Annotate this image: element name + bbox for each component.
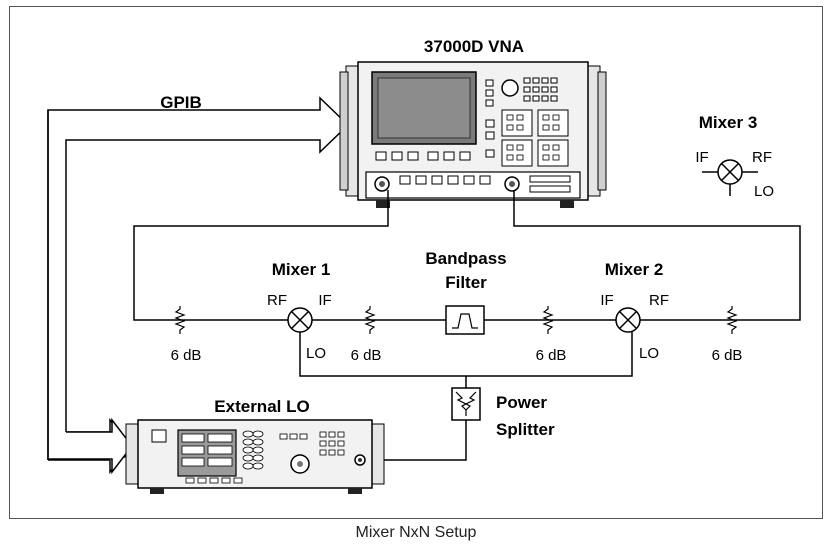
- atten-1-label: 6 dB: [171, 347, 202, 364]
- splitter-label-line1: Power: [496, 393, 547, 412]
- external-lo-label: External LO: [214, 397, 309, 416]
- external-lo-instrument: [125, 419, 385, 494]
- mixer2-if-label: IF: [600, 292, 613, 309]
- mixer1-if-label: IF: [318, 292, 331, 309]
- atten-3-label: 6 dB: [536, 347, 567, 364]
- atten-4-label: 6 dB: [712, 347, 743, 364]
- mixer-1-symbol: [287, 307, 313, 333]
- attenuator-4: [726, 306, 738, 334]
- setup-diagram: 37000D VNA GPIB Mixer 3 IF RF LO Mixer 1…: [9, 6, 823, 519]
- diagram-frame: [9, 6, 823, 519]
- mixer2-rf-label: RF: [649, 292, 669, 309]
- attenuator-3: [542, 306, 554, 334]
- bandpass-filter-symbol: [445, 305, 485, 335]
- attenuator-1: [174, 306, 186, 334]
- mixer-3-symbol: [702, 159, 758, 196]
- mixer1-lo-label: LO: [306, 345, 326, 362]
- mixer3-lo-label: LO: [754, 183, 774, 200]
- bandpass-label-line1: Bandpass: [425, 249, 506, 268]
- mixer-2-symbol: [615, 307, 641, 333]
- figure-caption: Mixer NxN Setup: [355, 524, 477, 541]
- attenuators: [174, 306, 738, 334]
- vna-label: 37000D VNA: [424, 37, 524, 56]
- splitter-label-line2: Splitter: [496, 420, 555, 439]
- gpib-label: GPIB: [160, 93, 202, 112]
- atten-2-label: 6 dB: [351, 347, 382, 364]
- mixer1-label: Mixer 1: [272, 260, 331, 279]
- mixer3-if-label: IF: [695, 149, 708, 166]
- mixer3-label: Mixer 3: [699, 113, 758, 132]
- bandpass-label-line2: Filter: [445, 273, 487, 292]
- vna-instrument: [339, 61, 607, 208]
- mixer1-rf-label: RF: [267, 292, 287, 309]
- mixer3-rf-label: RF: [752, 149, 772, 166]
- attenuator-2: [364, 306, 376, 334]
- mixer2-lo-label: LO: [639, 345, 659, 362]
- power-splitter-symbol: [451, 387, 481, 421]
- mixer2-label: Mixer 2: [605, 260, 664, 279]
